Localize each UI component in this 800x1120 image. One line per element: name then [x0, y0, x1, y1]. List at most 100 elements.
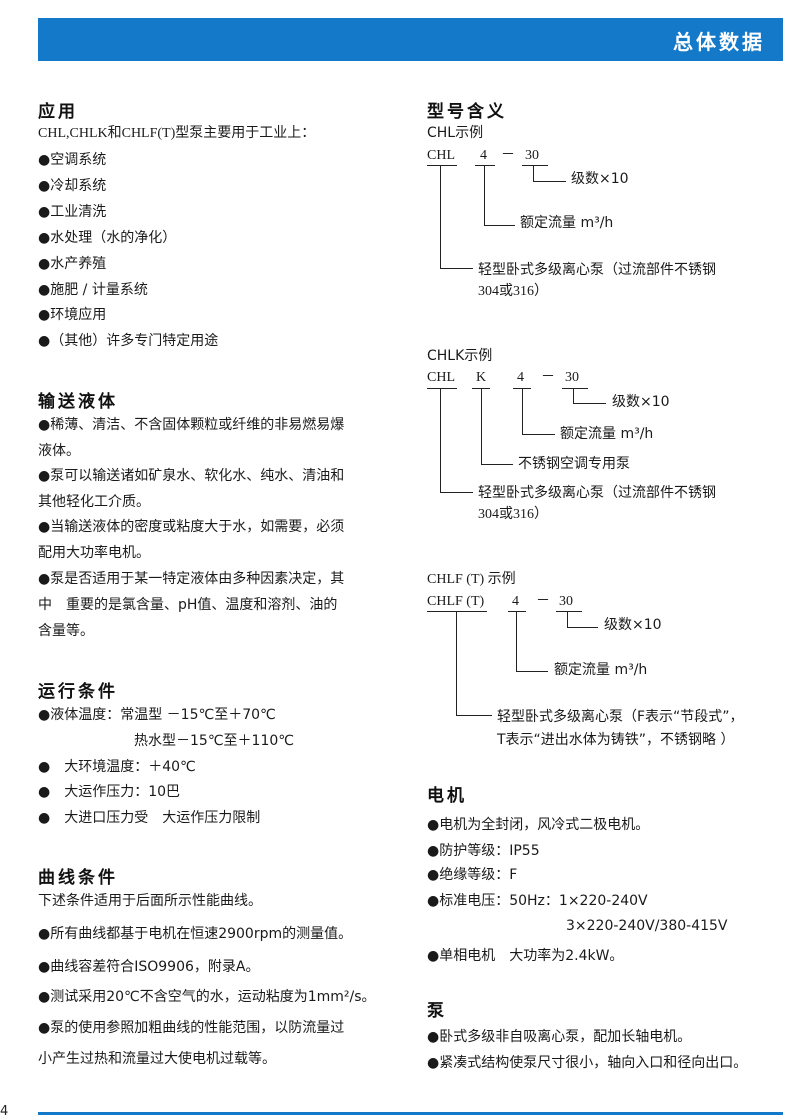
leader-line: [522, 165, 548, 166]
chlk-label: 轻型卧式多级离心泵（过流部件不锈钢: [478, 485, 716, 501]
leader-line: [516, 671, 548, 672]
leader-line: [573, 403, 606, 404]
chl-label: 304或316）: [478, 284, 548, 299]
motor-line: ●绝缘等级：F: [427, 867, 518, 883]
section-title-pump: 泵: [427, 1001, 447, 1021]
application-item: ●工业清洗: [38, 204, 107, 220]
operating-line: ● 大进口压力受 大运作压力限制: [38, 810, 261, 826]
curves-line: 下述条件适用于后面所示性能曲线。: [38, 893, 262, 909]
leader-line: [567, 627, 598, 628]
leader-line: [516, 611, 517, 672]
section-title-curves: 曲线条件: [38, 868, 118, 888]
leader-line: [481, 464, 513, 465]
motor-line: ●防护等级：IP55: [427, 843, 540, 859]
motor-line: ●单相电机 大功率为2.4kW。: [427, 948, 624, 964]
chlf-code: 4: [512, 594, 519, 609]
liquids-line: ●稀薄、清洁、不含固体颗粒或纤维的非易燃易爆: [38, 417, 345, 433]
chlk-label: 级数×10: [612, 394, 670, 410]
chlf-code: CHLF (T): [427, 594, 485, 609]
leader-line: [533, 165, 534, 182]
chlk-label: 不锈钢空调专用泵: [518, 456, 630, 472]
leader-line: [562, 388, 588, 389]
application-item: ●水产养殖: [38, 256, 107, 272]
liquids-line: 液体。: [38, 443, 80, 459]
operating-line: 热水型－15℃至＋110℃: [134, 733, 294, 749]
liquids-line: 配用大功率电机。: [38, 545, 150, 561]
chlk-caption: CHLK示例: [427, 348, 493, 364]
application-item: ●施肥 / 计量系统: [38, 282, 148, 298]
leader-line: [440, 388, 441, 493]
leader-line: [427, 611, 487, 612]
liquids-line: 含量等。: [38, 623, 94, 639]
chl-code: －: [501, 148, 515, 163]
leader-line: [533, 181, 566, 182]
chlf-label: 级数×10: [604, 617, 662, 633]
application-item: ●冷却系统: [38, 178, 107, 194]
header-banner: 总体数据: [38, 18, 783, 61]
pump-line: ●紧凑式结构使泵尺寸很小，轴向入口和径向出口。: [427, 1055, 748, 1071]
leader-line: [522, 434, 555, 435]
section-title-model: 型号含义: [427, 102, 507, 122]
application-item: ●水处理（水的净化）: [38, 230, 177, 246]
section-title-application: 应用: [38, 102, 78, 122]
leader-line: [484, 165, 485, 226]
footer-rule: [38, 1112, 783, 1115]
chlf-code: 30: [559, 594, 573, 609]
leader-line: [508, 611, 526, 612]
curves-line: ●曲线容差符合ISO9906，附录A。: [38, 959, 260, 975]
leader-line: [567, 611, 568, 628]
application-item: ●环境应用: [38, 307, 107, 323]
operating-line: ● 大运作压力：10巴: [38, 784, 181, 800]
leader-line: [456, 611, 457, 716]
section-title-liquids: 输送液体: [38, 392, 118, 412]
curves-line: 小产生过热和流量过大使电机过载等。: [38, 1051, 276, 1067]
chlk-code: 30: [565, 370, 579, 385]
chlf-code: －: [536, 594, 550, 609]
chl-label: 级数×10: [571, 171, 629, 187]
chlk-code: －: [541, 370, 555, 385]
chlf-label: 轻型卧式多级离心泵（F表示“节段式”，: [497, 709, 744, 725]
motor-line: ●电机为全封闭，风冷式二极电机。: [427, 817, 650, 833]
chl-label: 额定流量 m³/h: [520, 215, 614, 231]
operating-line: ●液体温度：常温型 －15℃至＋70℃: [38, 707, 276, 723]
leader-line: [522, 388, 523, 435]
curves-line: ●泵的使用参照加粗曲线的性能范围，以防流量过: [38, 1020, 345, 1036]
curves-line: ●所有曲线都基于电机在恒速2900rpm的测量值。: [38, 926, 353, 942]
leader-line: [475, 165, 495, 166]
liquids-line: ●当输送液体的密度或粘度大于水，如需要，必须: [38, 519, 345, 535]
leader-line: [440, 165, 441, 269]
leader-line: [427, 165, 457, 166]
chl-caption: CHL示例: [427, 125, 484, 141]
leader-line: [573, 388, 574, 404]
chlk-code: 4: [517, 370, 524, 385]
pump-line: ●卧式多级非自吸离心泵，配加长轴电机。: [427, 1029, 692, 1045]
liquids-line: 中 重要的是氯含量、pH值、温度和溶剂、油的: [38, 597, 338, 613]
leader-line: [484, 225, 515, 226]
chlk-label: 额定流量 m³/h: [560, 426, 654, 442]
operating-line: ● 大环境温度：＋40℃: [38, 759, 196, 775]
chlf-label: 额定流量 m³/h: [554, 662, 648, 678]
application-intro: CHL,CHLK和CHLF(T)型泵主要用于工业上：: [38, 126, 316, 141]
chl-code: CHL: [427, 148, 455, 163]
application-item: ●空调系统: [38, 152, 107, 168]
leader-line: [427, 388, 457, 389]
chlf-caption: CHLF (T) 示例: [427, 572, 516, 587]
liquids-line: ●泵可以输送诸如矿泉水、软化水、纯水、清油和: [38, 468, 345, 484]
liquids-line: ●泵是否适用于某一特定液体由多种因素决定，其: [38, 571, 345, 587]
leader-line: [456, 715, 492, 716]
chl-code: 30: [525, 148, 539, 163]
leader-line: [556, 611, 582, 612]
application-item: ●（其他）许多专门特定用途: [38, 333, 219, 349]
leader-line: [481, 388, 482, 465]
leader-line: [440, 268, 473, 269]
chlk-code: CHL: [427, 370, 455, 385]
chlk-code: K: [476, 370, 487, 385]
liquids-line: 其他轻化工介质。: [38, 494, 150, 510]
motor-line: 3×220-240V/380-415V: [566, 918, 728, 934]
curves-line: ●测试采用20℃不含空气的水，运动粘度为1mm²/s。: [38, 989, 376, 1005]
chlk-label: 304或316）: [478, 507, 548, 522]
section-title-motor: 电机: [427, 786, 467, 806]
chlf-label: T表示“进出水体为铸铁”，不锈钢略 ）: [497, 732, 735, 748]
section-title-operating: 运行条件: [38, 682, 118, 702]
motor-line: ●标准电压：50Hz：1×220-240V: [427, 893, 648, 909]
